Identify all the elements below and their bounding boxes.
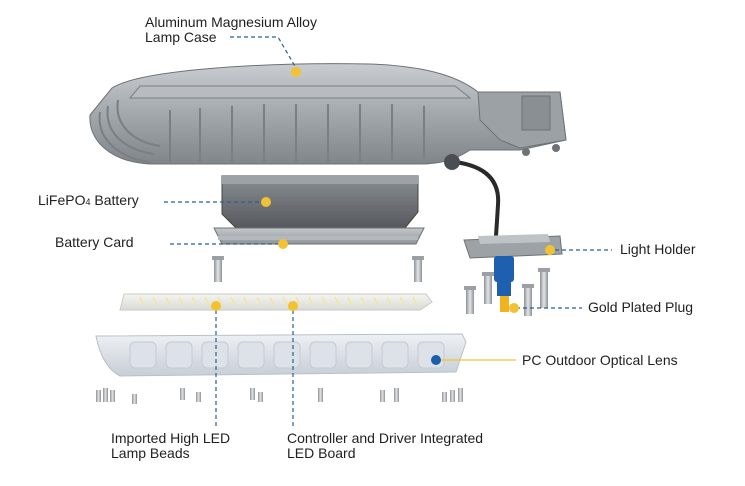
- label-battery-prefix: LiFePO: [38, 192, 86, 208]
- led-bead: [256, 296, 262, 306]
- led-bead: [191, 296, 197, 306]
- marker-light-holder: [545, 245, 555, 255]
- led-bead: [204, 296, 210, 306]
- label-led-board-line1: Controller and Driver Integrated: [287, 430, 484, 446]
- led-bead: [165, 296, 171, 306]
- led-bead: [308, 296, 314, 306]
- led-bead: [321, 296, 327, 306]
- led-bead: [412, 296, 418, 306]
- marker-battery: [261, 197, 271, 207]
- marker-gold-plug: [509, 303, 519, 313]
- led-bead: [217, 296, 223, 306]
- led-bead: [230, 296, 236, 306]
- led-bead: [139, 296, 145, 306]
- led-bead: [178, 296, 184, 306]
- led-bead: [295, 296, 301, 306]
- led-bead: [386, 296, 392, 306]
- label-led-beads-line2: Lamp Beads: [111, 445, 190, 461]
- marker-optical-lens: [431, 355, 441, 365]
- marker-led-board: [288, 301, 298, 311]
- led-bead: [334, 296, 340, 306]
- led-bead: [269, 296, 275, 306]
- led-bead: [399, 296, 405, 306]
- label-battery-suffix: Battery: [90, 192, 139, 208]
- led-bead: [152, 296, 158, 306]
- label-case-line2: Lamp Case: [145, 29, 217, 45]
- led-board: [119, 293, 433, 311]
- label-battery-card: Battery Card: [55, 234, 134, 250]
- optical-lens: [95, 333, 467, 377]
- label-battery: LiFePO4 Battery: [38, 193, 139, 210]
- led-bead: [243, 296, 249, 306]
- marker-battery-card: [278, 239, 288, 249]
- label-case-line1: Aluminum Magnesium Alloy: [145, 14, 317, 30]
- label-led-beads-line1: Imported High LED: [111, 430, 231, 446]
- led-bead: [282, 296, 288, 306]
- cooling-fins: [98, 99, 425, 163]
- label-led-board-line2: LED Board: [287, 445, 356, 461]
- marker-case: [291, 67, 301, 77]
- mounting-screws: [212, 256, 550, 316]
- label-optical-lens: PC Outdoor Optical Lens: [522, 352, 678, 368]
- light-holder: [463, 234, 563, 259]
- led-bead: [360, 296, 366, 306]
- battery-card: [213, 227, 425, 245]
- label-gold-plug: Gold Plated Plug: [588, 299, 694, 315]
- gold-plated-plug: [494, 256, 514, 312]
- lens-screws: [96, 388, 463, 404]
- label-light-holder: Light Holder: [620, 241, 696, 257]
- led-bead: [347, 296, 353, 306]
- markers: [211, 67, 555, 365]
- lamp-case: [89, 63, 567, 237]
- marker-led-beads: [211, 301, 221, 311]
- label-battery-sub: 4: [85, 197, 91, 207]
- led-bead: [373, 296, 379, 306]
- leader-lines: [164, 36, 612, 426]
- led-bead-row: [139, 296, 418, 306]
- leader-case: [230, 36, 297, 69]
